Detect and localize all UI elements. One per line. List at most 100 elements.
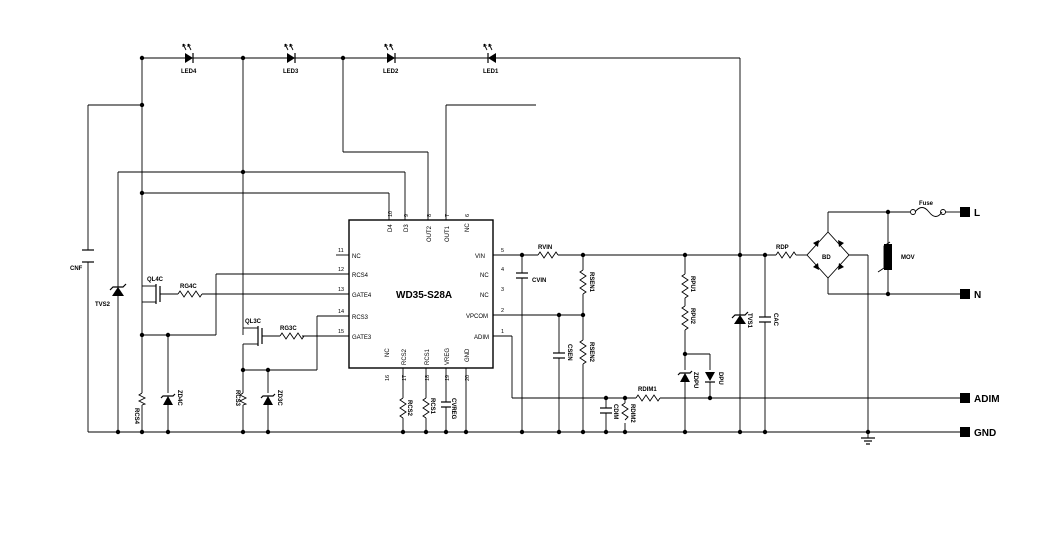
zener-zdpu: ZDPU [677, 370, 698, 388]
svg-text:D3: D3 [404, 224, 410, 232]
svg-text:OUT1: OUT1 [445, 225, 451, 242]
svg-text:CSEN: CSEN [566, 344, 572, 361]
varistor-mov: MOV [877, 241, 915, 273]
terminal-gnd: GND [960, 427, 996, 439]
svg-text:17: 17 [402, 375, 408, 381]
ic-wd35-s28a: WD35-S28A 11 NC 12 RCS4 13 GATE4 14 RCS3… [336, 211, 504, 381]
led-2-label: LED2 [383, 69, 399, 75]
svg-text:RDP: RDP [776, 245, 789, 251]
svg-text:TVS1: TVS1 [746, 313, 752, 329]
svg-text:NC: NC [352, 254, 361, 260]
svg-text:BD: BD [822, 255, 831, 261]
svg-text:VREG: VREG [445, 348, 451, 365]
svg-text:RCS2: RCS2 [402, 348, 408, 365]
ic-name: WD35-S28A [396, 290, 452, 301]
led-3-label: LED3 [283, 69, 299, 75]
svg-text:GATE4: GATE4 [352, 293, 372, 299]
svg-text:NC: NC [465, 223, 471, 232]
zener-zd3c: ZD3C [260, 390, 282, 406]
svg-text:OUT2: OUT2 [427, 225, 433, 242]
svg-text:20: 20 [465, 375, 471, 381]
resistor-rg4c: RG4C [177, 284, 203, 298]
led-4-label: LED4 [181, 69, 197, 75]
svg-text:Fuse: Fuse [919, 201, 934, 207]
resistor-rdim2: RDIM2 [621, 402, 635, 423]
led-1-label: LED1 [483, 69, 499, 75]
capacitor-cdim: CDIM [600, 404, 618, 419]
bridge-rectifier-bd: BD [806, 231, 850, 279]
terminal-n: N [960, 289, 981, 301]
resistor-rsen1: RSEN1 [579, 269, 594, 295]
svg-text:RCS1: RCS1 [425, 348, 431, 365]
resistor-rcs1: RCS1 [422, 397, 435, 419]
svg-text:6: 6 [465, 214, 471, 217]
svg-text:N: N [974, 290, 981, 301]
svg-text:ZDPU: ZDPU [692, 372, 698, 388]
svg-text:NC: NC [480, 273, 489, 279]
ground-icon [861, 437, 875, 445]
svg-text:16: 16 [385, 375, 391, 381]
resistor-rvin: RVIN [537, 245, 559, 259]
svg-text:3: 3 [501, 287, 504, 293]
svg-text:5: 5 [501, 248, 504, 254]
resistor-rpu2: RPU2 [681, 305, 695, 331]
svg-text:NC: NC [385, 348, 391, 357]
led-4: LED4 [181, 43, 197, 75]
led-2: LED2 [383, 43, 399, 75]
terminal-l: L [960, 207, 980, 219]
svg-text:RCS4: RCS4 [352, 273, 369, 279]
resistor-rpu1: RPU1 [681, 273, 695, 299]
svg-text:RCS4: RCS4 [133, 408, 139, 425]
svg-text:RPU2: RPU2 [689, 308, 695, 325]
svg-text:D4: D4 [388, 224, 394, 232]
svg-text:RCS1: RCS1 [429, 398, 435, 415]
svg-text:CDIM: CDIM [612, 404, 618, 419]
svg-text:RCS2: RCS2 [406, 400, 412, 417]
resistor-rdp: RDP [775, 245, 797, 259]
resistor-rcs3: RCS3 [234, 390, 248, 407]
svg-text:8: 8 [427, 214, 433, 217]
capacitor-csen: CSEN [553, 344, 572, 361]
svg-text:VPCOM: VPCOM [466, 314, 488, 320]
zener-zd4c: ZD4C [160, 390, 182, 406]
svg-text:MOV: MOV [901, 255, 915, 261]
svg-text:RPU1: RPU1 [689, 276, 695, 293]
diode-dpu: DPU [705, 372, 723, 385]
resistor-rdim1: RDIM1 [635, 387, 661, 402]
svg-text:11: 11 [338, 248, 344, 254]
fuse: Fuse [910, 201, 946, 217]
svg-text:4: 4 [501, 267, 504, 273]
svg-text:NC: NC [480, 293, 489, 299]
svg-text:ADIM: ADIM [474, 335, 489, 341]
svg-text:QL3C: QL3C [245, 319, 262, 325]
led-1: LED1 [483, 43, 499, 75]
svg-text:RCS3: RCS3 [352, 315, 369, 321]
capacitor-cvin: CVIN [516, 272, 546, 284]
capacitor-cvreg: CVREG [441, 398, 456, 420]
svg-text:CVREG: CVREG [450, 398, 456, 420]
svg-text:RDIM1: RDIM1 [638, 387, 657, 393]
svg-text:ZD4C: ZD4C [176, 390, 182, 406]
svg-text:TVS2: TVS2 [95, 302, 111, 308]
junctions [115, 55, 891, 435]
svg-text:14: 14 [338, 309, 344, 315]
svg-text:13: 13 [338, 287, 344, 293]
led-3: LED3 [283, 43, 299, 75]
svg-text:RG3C: RG3C [280, 326, 297, 332]
svg-text:RDIM2: RDIM2 [629, 404, 635, 423]
svg-text:2: 2 [501, 308, 504, 314]
svg-text:RVIN: RVIN [538, 245, 552, 251]
svg-text:GND: GND [465, 348, 471, 362]
svg-text:1: 1 [501, 329, 504, 335]
resistor-rg3c: RG3C [279, 326, 305, 340]
wires [87, 57, 960, 438]
svg-text:RCS3: RCS3 [234, 390, 240, 407]
svg-text:12: 12 [338, 267, 344, 273]
svg-text:7: 7 [445, 214, 451, 217]
svg-text:DPU: DPU [717, 372, 723, 385]
svg-text:QL4C: QL4C [147, 277, 164, 283]
svg-text:9: 9 [404, 214, 410, 217]
svg-text:18: 18 [425, 375, 431, 381]
svg-text:L: L [974, 208, 980, 219]
